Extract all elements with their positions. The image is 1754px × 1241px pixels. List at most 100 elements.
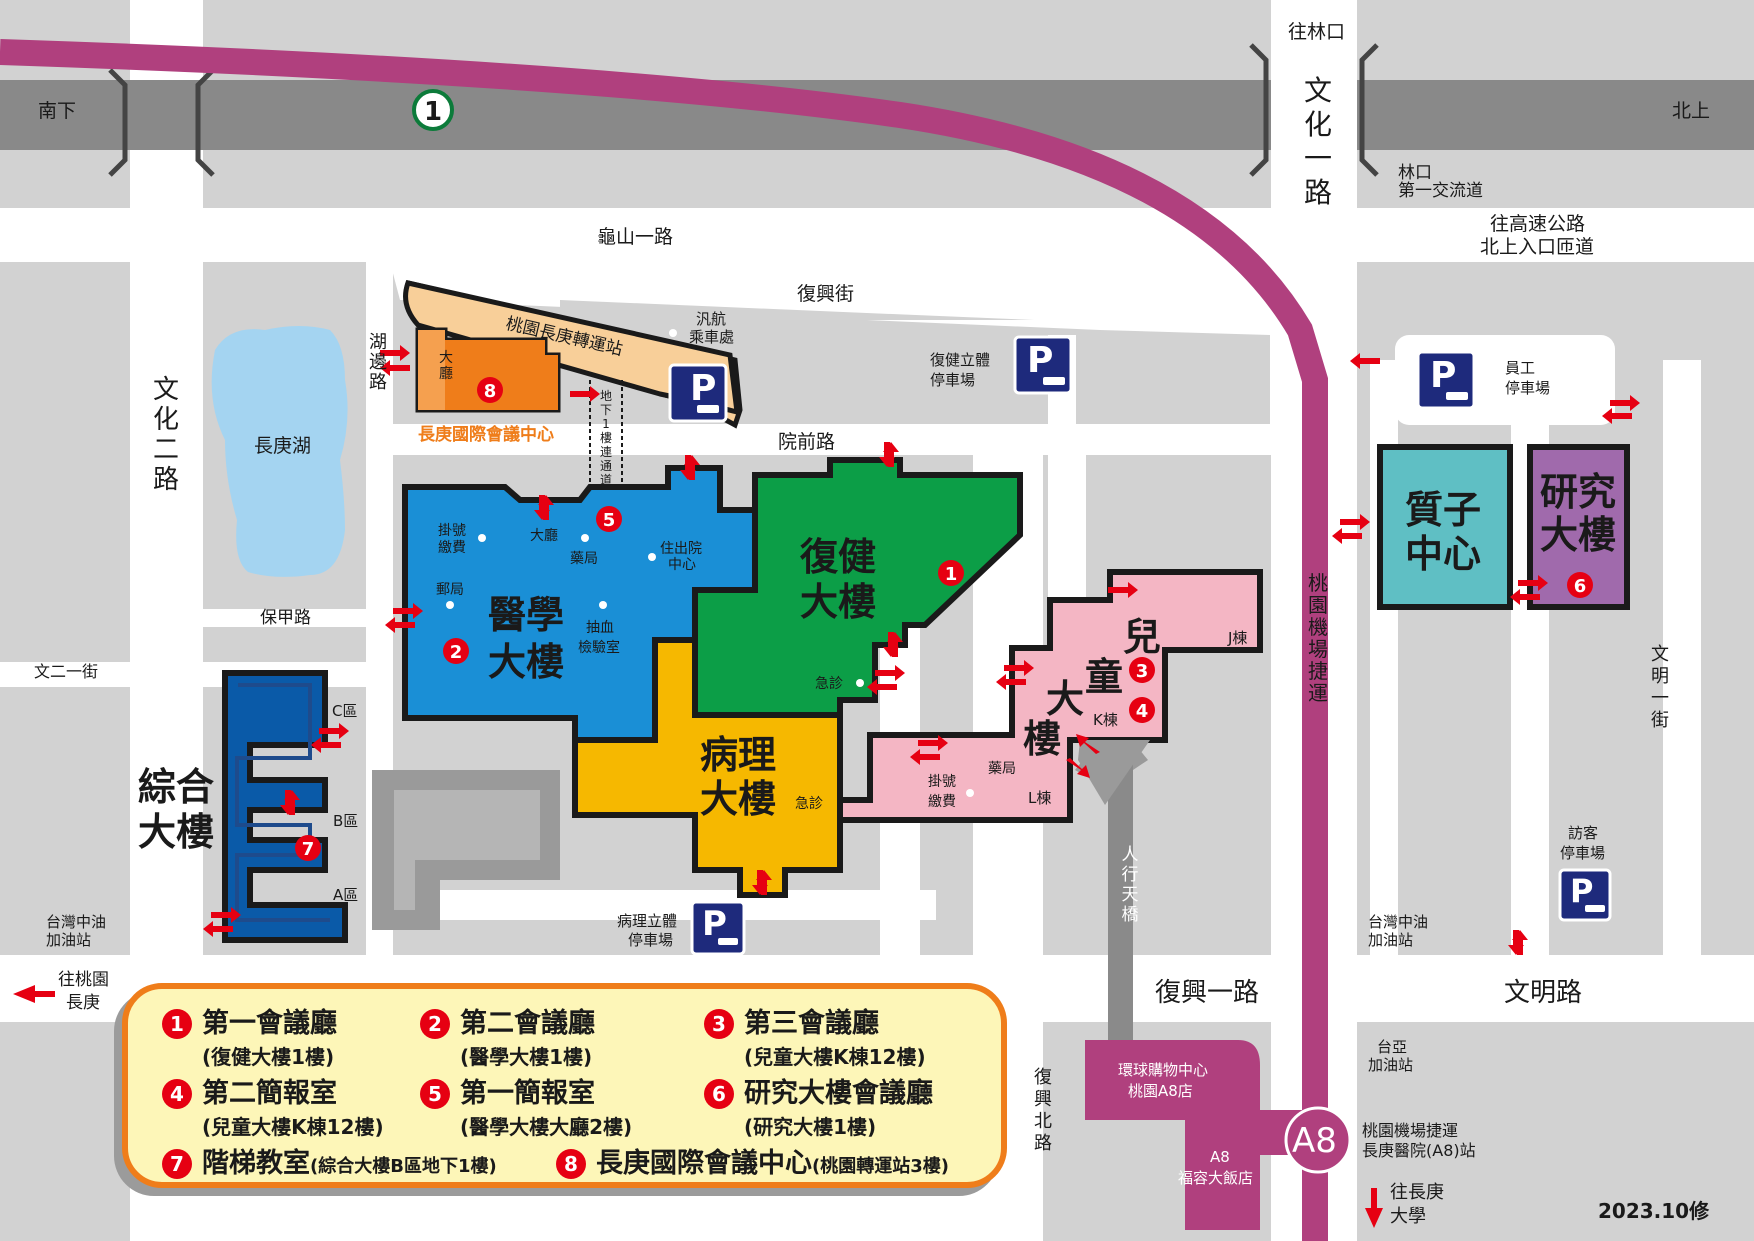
research-building bbox=[1527, 444, 1630, 610]
marker-6: 6 bbox=[1567, 572, 1593, 598]
lake bbox=[211, 326, 348, 577]
legend-title: 第二會議廳 bbox=[460, 1008, 595, 1039]
marker-2: 2 bbox=[443, 638, 469, 664]
label-conv-center: 長庚國際會議中心 bbox=[418, 424, 554, 445]
label-child-reg-1: 掛號 bbox=[928, 774, 956, 790]
label-hotel-2: 福容大飯店 bbox=[1178, 1169, 1253, 1187]
label-mrt-line: 桃園機場捷運 bbox=[1308, 571, 1328, 705]
label-wen2-st: 文二一街 bbox=[34, 662, 98, 681]
label-fuxing-st: 復興街 bbox=[797, 283, 854, 305]
label-linkou-ic-1: 林口 bbox=[1398, 163, 1432, 183]
children-building bbox=[837, 569, 1263, 823]
label-reg-pay-1: 掛號 bbox=[438, 523, 466, 539]
label-wenming1-st: 文明一街 bbox=[1651, 644, 1669, 731]
label-bei-shang: 北上 bbox=[1672, 100, 1710, 122]
label-pathology-1: 病理 bbox=[700, 733, 776, 777]
label-gas-taiya-2: 加油站 bbox=[1368, 1056, 1413, 1074]
label-children-4: 樓 bbox=[1023, 717, 1061, 761]
marker-icon: 6 bbox=[704, 1079, 734, 1109]
legend-sub: (兒童大樓K棟12樓) bbox=[744, 1045, 926, 1069]
marker-8: 8 bbox=[477, 377, 503, 403]
label-mall-2: 桃園A8店 bbox=[1128, 1082, 1193, 1100]
parking-sign-icon: P bbox=[690, 900, 746, 956]
svg-text:1: 1 bbox=[945, 564, 958, 585]
label-nan-xia: 南下 bbox=[38, 100, 76, 122]
label-to-cgu-2: 大學 bbox=[1390, 1206, 1426, 1227]
mrt-line bbox=[0, 39, 1328, 1241]
label-hall-2: 廳 bbox=[439, 365, 453, 382]
marker-icon: 1 bbox=[162, 1009, 192, 1039]
legend-title: 第二簡報室 bbox=[202, 1078, 337, 1109]
svg-text:7: 7 bbox=[302, 839, 315, 860]
marker-icon: 5 bbox=[420, 1079, 450, 1109]
legend-sub: (醫學大樓大廳2樓) bbox=[460, 1115, 633, 1139]
label-to-cgu-1: 往長庚 bbox=[1390, 1182, 1444, 1203]
label-path-parking-1: 病理立體 bbox=[617, 912, 677, 930]
legend-title: 第一簡報室 bbox=[460, 1078, 595, 1109]
label-to-freeway-2: 北上入口匝道 bbox=[1480, 236, 1594, 258]
svg-text:P: P bbox=[1027, 340, 1053, 381]
label-rehab-parking-2: 停車場 bbox=[930, 371, 975, 389]
marker-7: 7 bbox=[295, 835, 321, 861]
label-zone-b: B區 bbox=[333, 812, 358, 830]
label-pathology-2: 大樓 bbox=[700, 777, 776, 821]
legend-title: 第一會議廳 bbox=[202, 1008, 337, 1039]
label-admission-1: 住出院 bbox=[660, 541, 702, 557]
label-children-1: 兒 bbox=[1123, 615, 1161, 659]
legend-sub: (綜合大樓B區地下1樓) bbox=[310, 1156, 497, 1177]
label-medical-2: 大樓 bbox=[488, 640, 564, 684]
marker-icon: 4 bbox=[162, 1079, 192, 1109]
label-staff-parking-1: 員工 bbox=[1505, 359, 1535, 377]
parking-sign-icon: P bbox=[1416, 350, 1476, 410]
label-to-taoyuan-1: 往桃園 bbox=[58, 970, 109, 990]
label-research-1: 研究 bbox=[1540, 470, 1616, 514]
svg-text:6: 6 bbox=[1574, 576, 1587, 597]
label-general-2: 大樓 bbox=[138, 810, 214, 854]
label-er-rehab: 急診 bbox=[815, 676, 843, 692]
label-er-path: 急診 bbox=[795, 796, 823, 812]
label-wenming-rd: 文明路 bbox=[1504, 978, 1582, 1008]
version-label: 2023.10修 bbox=[1598, 1199, 1710, 1223]
proton-center bbox=[1377, 444, 1513, 610]
parking-sign-icon: P bbox=[668, 363, 728, 423]
label-hubian-rd: 湖邊路 bbox=[369, 332, 387, 393]
label-k-bldg: K棟 bbox=[1093, 711, 1118, 729]
label-shuttle-2: 乘車處 bbox=[689, 328, 734, 346]
label-gas-right-1: 台灣中油 bbox=[1368, 913, 1428, 931]
label-proton-2: 中心 bbox=[1405, 532, 1481, 576]
label-fuxing-n-rd: 復興北路 bbox=[1034, 1067, 1052, 1154]
svg-text:2: 2 bbox=[450, 642, 463, 663]
label-a8: A8 bbox=[1292, 1121, 1337, 1161]
label-children-3: 大 bbox=[1046, 677, 1084, 721]
inner-streets bbox=[130, 262, 1701, 955]
label-admission-2: 中心 bbox=[668, 557, 696, 573]
label-zone-c: C區 bbox=[332, 702, 357, 720]
label-mrt-station-2: 長庚醫院(A8)站 bbox=[1362, 1141, 1476, 1160]
label-reg-pay-2: 繳費 bbox=[438, 540, 466, 556]
marker-1: 1 bbox=[938, 560, 964, 586]
facility-labels: 掛號 繳費 大廳 藥局 住出院 中心 郵局 抽血 檢驗室 急診 急診 掛號 繳費… bbox=[436, 523, 1016, 812]
marker-icons: 1 2 3 4 5 6 7 8 bbox=[295, 377, 1593, 861]
label-footbridge: 人行天橋 bbox=[1122, 845, 1139, 925]
label-gas-right-2: 加油站 bbox=[1368, 931, 1413, 949]
facility-dots bbox=[446, 329, 974, 797]
svg-text:3: 3 bbox=[1136, 661, 1149, 682]
legend-sub: (桃園轉運站3樓) bbox=[812, 1156, 949, 1177]
marker-icon: 7 bbox=[162, 1149, 192, 1179]
label-children-2: 童 bbox=[1085, 655, 1123, 699]
label-gas-taiya-1: 台亞 bbox=[1377, 1038, 1407, 1056]
highway-number: 1 bbox=[424, 97, 442, 127]
label-mall-1: 環球購物中心 bbox=[1118, 1061, 1208, 1079]
svg-text:4: 4 bbox=[1136, 701, 1149, 722]
label-zone-a: A區 bbox=[333, 886, 358, 904]
svg-text:8: 8 bbox=[484, 381, 497, 402]
label-path-parking-2: 停車場 bbox=[628, 931, 673, 949]
